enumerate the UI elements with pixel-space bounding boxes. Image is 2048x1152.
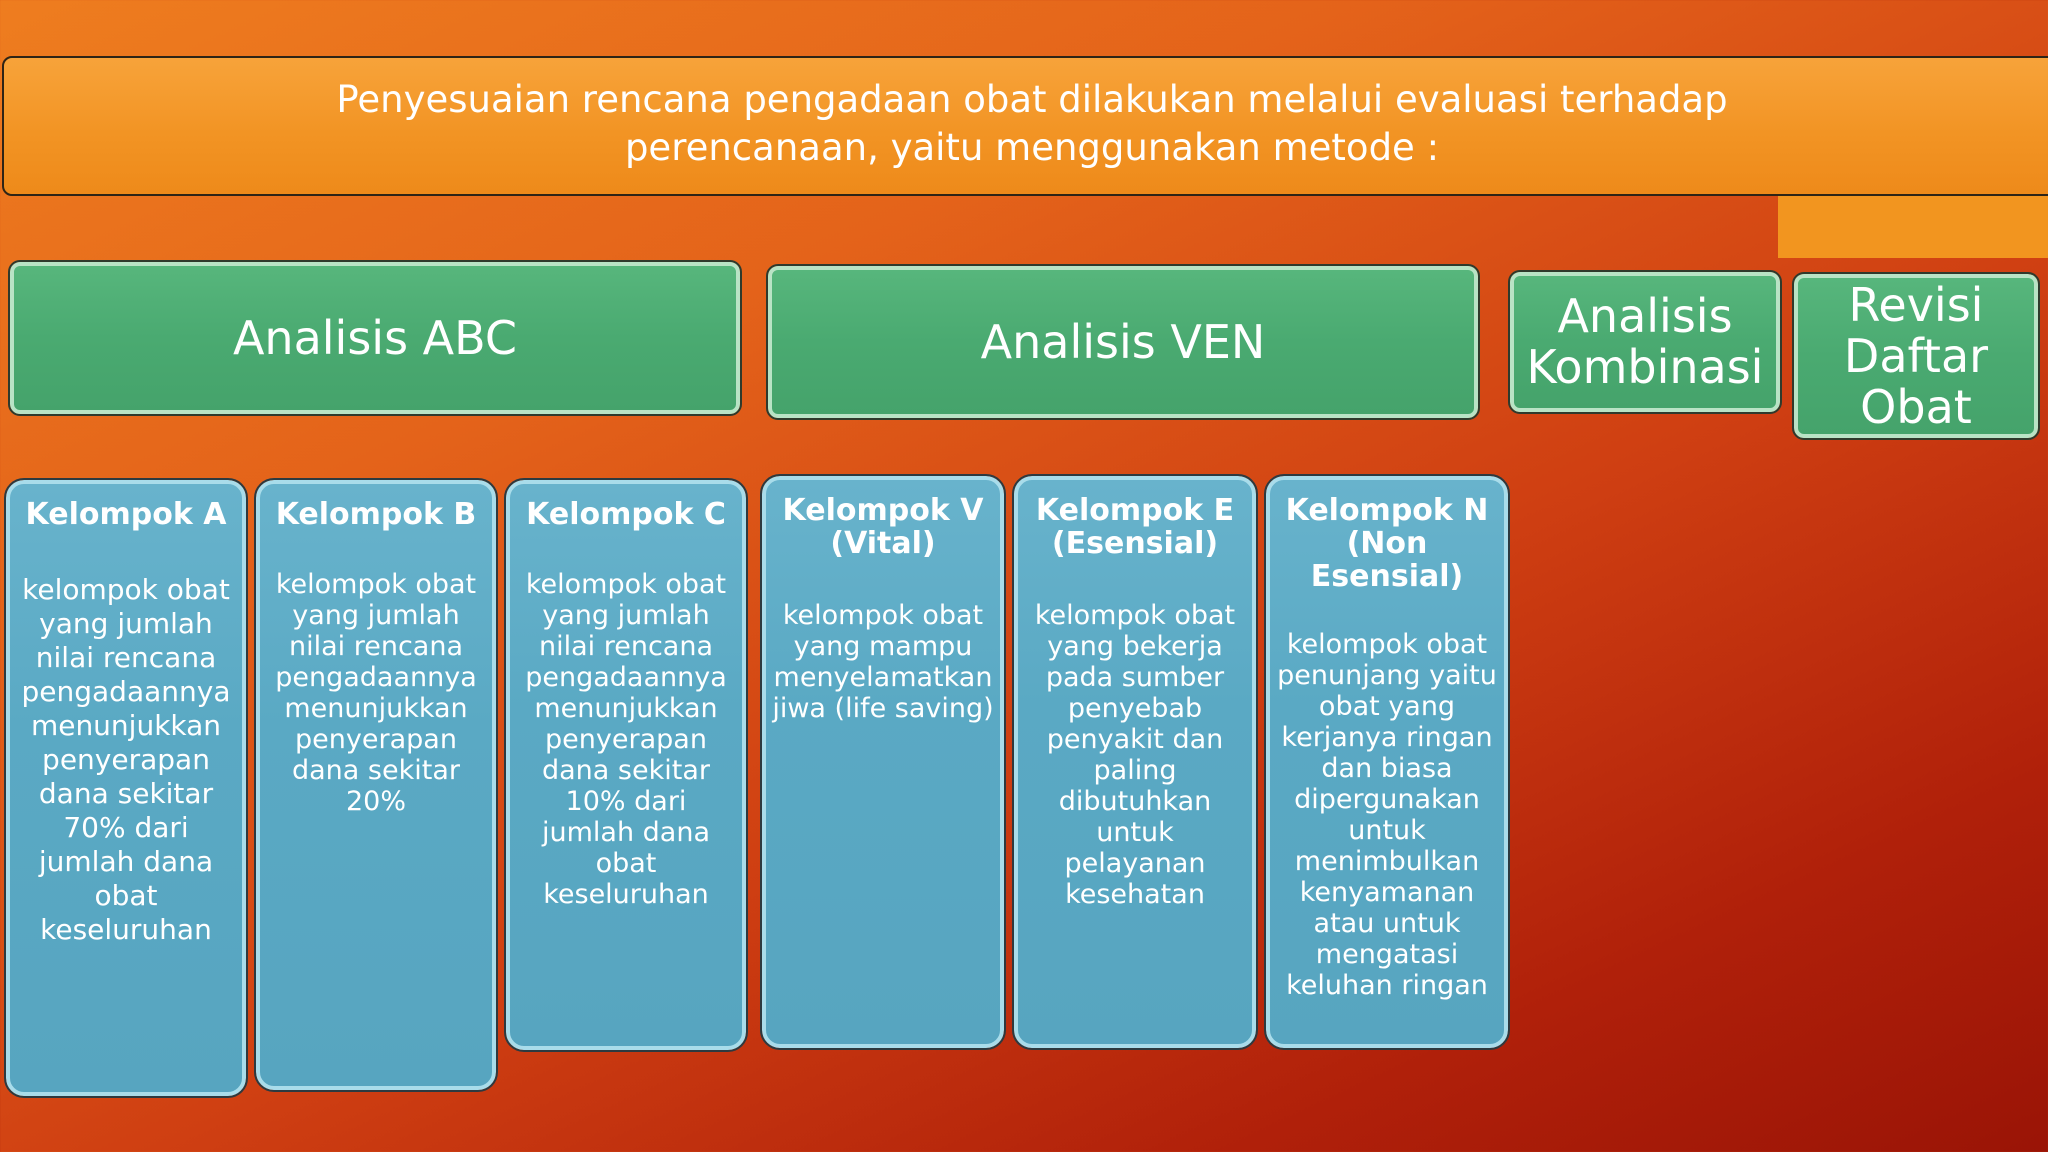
method-analisis-kombinasi: Analisis Kombinasi — [1508, 270, 1782, 414]
group-kelompok-b-title: Kelompok B — [275, 497, 477, 532]
intro-banner: Penyesuaian rencana pengadaan obat dilak… — [2, 56, 2048, 196]
group-kelompok-e-title: Kelompok E (Esensial) — [1035, 493, 1235, 561]
group-kelompok-n: Kelompok N (Non Esensial) kelompok obat … — [1264, 474, 1510, 1050]
group-kelompok-b: Kelompok B kelompok obat yang jumlah nil… — [254, 478, 498, 1092]
method-revisi-daftar-obat-label: Revisi Daftar Obat — [1843, 277, 1989, 434]
group-kelompok-b-desc: kelompok obat yang jumlah nilai rencana … — [275, 569, 477, 817]
group-kelompok-e: Kelompok E (Esensial) kelompok obat yang… — [1012, 474, 1258, 1050]
method-analisis-ven: Analisis VEN — [766, 264, 1480, 420]
group-kelompok-a-title: Kelompok A — [25, 497, 227, 532]
method-analisis-abc: Analisis ABC — [8, 260, 742, 416]
method-revisi-daftar-obat: Revisi Daftar Obat — [1792, 272, 2040, 440]
method-analisis-ven-label: Analisis VEN — [980, 314, 1266, 369]
group-kelompok-n-title: Kelompok N (Non Esensial) — [1285, 493, 1489, 594]
group-kelompok-n-desc: kelompok obat penunjang yaitu obat yang … — [1277, 629, 1497, 1001]
group-kelompok-c: Kelompok C kelompok obat yang jumlah nil… — [504, 478, 748, 1052]
banner-connector-tab — [1778, 196, 2048, 258]
group-kelompok-a-desc: kelompok obat yang jumlah nilai rencana … — [21, 573, 231, 946]
group-kelompok-a: Kelompok A kelompok obat yang jumlah nil… — [4, 478, 248, 1098]
group-kelompok-e-desc: kelompok obat yang bekerja pada sumber p… — [1034, 600, 1236, 910]
method-analisis-kombinasi-label: Analisis Kombinasi — [1526, 289, 1764, 394]
group-kelompok-v-desc: kelompok obat yang mampu menyelamatkan j… — [772, 600, 994, 724]
group-kelompok-c-title: Kelompok C — [526, 497, 726, 532]
group-kelompok-v: Kelompok V (Vital) kelompok obat yang ma… — [760, 474, 1006, 1050]
group-kelompok-v-title: Kelompok V (Vital) — [782, 493, 984, 561]
method-analisis-abc-label: Analisis ABC — [232, 310, 518, 365]
intro-banner-text: Penyesuaian rencana pengadaan obat dilak… — [336, 78, 1728, 169]
group-kelompok-c-desc: kelompok obat yang jumlah nilai rencana … — [525, 569, 727, 910]
